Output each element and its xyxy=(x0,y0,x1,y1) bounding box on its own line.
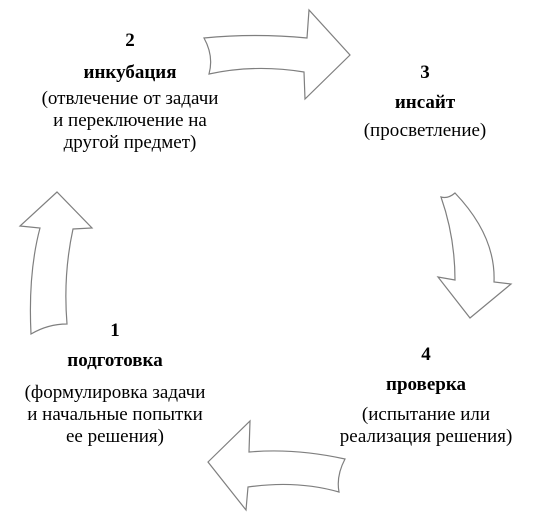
stage-4-verification: 4 проверка (испытание или реализация реш… xyxy=(336,344,516,448)
stage-description: (испытание или реализация решения) xyxy=(339,404,513,447)
stage-number: 4 xyxy=(421,344,431,365)
arrow-1-to-2 xyxy=(18,191,94,336)
arrow-3-to-4 xyxy=(436,192,513,319)
stage-number: 2 xyxy=(125,30,135,51)
stage-number: 1 xyxy=(110,320,120,341)
stage-2-incubation: 2 инкубация (отвлечение от задачи и пере… xyxy=(40,30,220,154)
stage-title: проверка xyxy=(386,374,466,395)
stage-title: инкубация xyxy=(83,62,177,83)
stage-description: (просветление) xyxy=(363,120,487,141)
stage-description: (отвлечение от задачи и переключение на … xyxy=(41,88,219,153)
stage-title: подготовка xyxy=(67,350,163,371)
arrow-4-to-1 xyxy=(207,419,346,512)
arrow-2-to-3 xyxy=(203,8,351,101)
stage-number: 3 xyxy=(420,62,430,83)
stage-description: (формулировка задачи и начальные попытки… xyxy=(24,382,206,447)
stage-3-insight: 3 инсайт (просветление) xyxy=(340,62,510,142)
stage-1-preparation: 1 подготовка (формулировка задачи и нача… xyxy=(20,320,210,448)
stage-title: инсайт xyxy=(394,92,456,113)
